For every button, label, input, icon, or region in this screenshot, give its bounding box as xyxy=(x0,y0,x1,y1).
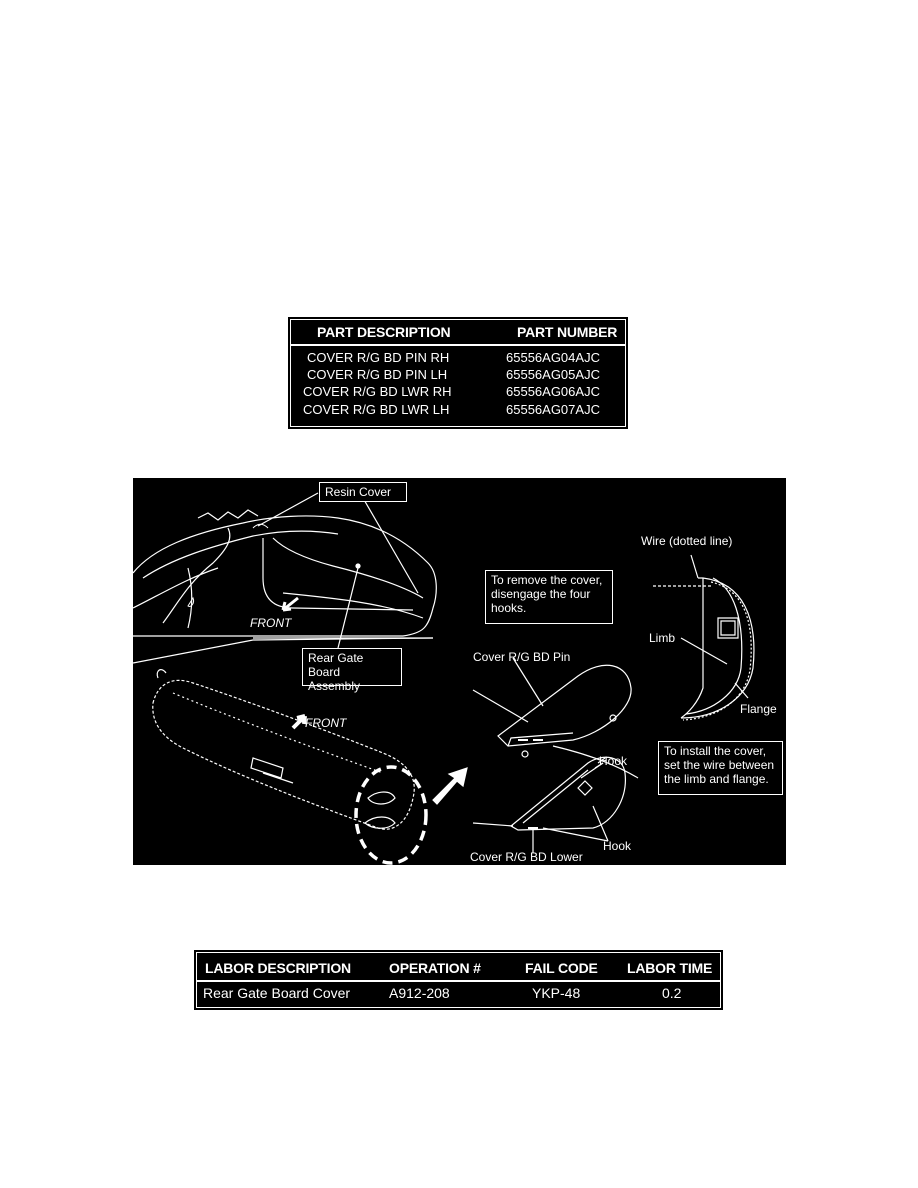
cover-lower-label: Cover R/G BD Lower xyxy=(470,850,583,864)
fail-code: YKP-48 xyxy=(532,985,581,1001)
install-note-line1: To install the cover, xyxy=(664,744,767,758)
labor-table: LABOR DESCRIPTION OPERATION # FAIL CODE … xyxy=(194,950,723,1010)
labor-header-fail-code: FAIL CODE xyxy=(525,960,598,976)
install-note-line3: the limb and flange. xyxy=(664,772,769,786)
wire-label: Wire (dotted line) xyxy=(641,534,733,548)
install-cover-note: To install the cover, set the wire betwe… xyxy=(658,741,783,795)
parts-header-description: PART DESCRIPTION xyxy=(317,324,451,340)
cover-pin-label: Cover R/G BD Pin xyxy=(473,650,571,664)
parts-table: PART DESCRIPTION PART NUMBER COVER R/G B… xyxy=(288,317,628,429)
labor-header-operation: OPERATION # xyxy=(389,960,481,976)
part-description: COVER R/G BD LWR LH xyxy=(303,402,450,417)
labor-time: 0.2 xyxy=(662,985,682,1001)
labor-description: Rear Gate Board Cover xyxy=(203,985,351,1001)
resin-cover-callout: Resin Cover xyxy=(319,482,407,502)
flange-label: Flange xyxy=(740,702,777,716)
table-row: COVER R/G BD LWR LH 65556AG07AJC xyxy=(291,402,625,418)
part-description: COVER R/G BD PIN RH xyxy=(307,350,450,365)
labor-header-description: LABOR DESCRIPTION xyxy=(205,960,351,976)
diagram-line-art xyxy=(133,492,755,865)
labor-header-divider xyxy=(197,980,720,982)
remove-note-line3: hooks. xyxy=(491,601,527,615)
part-description: COVER R/G BD PIN LH xyxy=(307,367,448,382)
rear-gate-board-label-line1: Rear Gate Board xyxy=(308,651,364,679)
install-note-line2: set the wire between xyxy=(664,758,775,772)
part-description: COVER R/G BD LWR RH xyxy=(303,384,452,399)
hook-label-upper: Hook xyxy=(599,754,628,768)
resin-cover-label: Resin Cover xyxy=(325,485,392,499)
part-number: 65556AG05AJC xyxy=(506,367,600,382)
remove-cover-note: To remove the cover, disengage the four … xyxy=(485,570,613,624)
remove-note-line1: To remove the cover, xyxy=(491,573,603,587)
part-number: 65556AG07AJC xyxy=(506,402,600,417)
part-number: 65556AG06AJC xyxy=(506,384,600,399)
installation-diagram: Resin Cover FRONT Rear Gate Board Assemb… xyxy=(133,478,786,865)
rear-gate-board-callout: Rear Gate Board Assembly xyxy=(302,648,402,693)
part-number: 65556AG04AJC xyxy=(506,350,600,365)
table-row: COVER R/G BD PIN LH 65556AG05AJC xyxy=(291,367,625,383)
front-label-upper: FRONT xyxy=(250,616,292,630)
hook-label-lower: Hook xyxy=(603,839,632,853)
parts-header-number: PART NUMBER xyxy=(517,324,618,340)
table-row: COVER R/G BD PIN RH 65556AG04AJC xyxy=(291,350,625,366)
rear-gate-board-label-line2: Assembly xyxy=(308,679,361,693)
limb-label: Limb xyxy=(649,631,676,645)
front-label-lower: FRONT xyxy=(305,716,347,730)
table-row: COVER R/G BD LWR RH 65556AG06AJC xyxy=(291,384,625,400)
operation-number: A912-208 xyxy=(389,985,450,1001)
remove-note-line2: disengage the four xyxy=(491,587,591,601)
labor-header-labor-time: LABOR TIME xyxy=(627,960,713,976)
parts-header-divider xyxy=(291,344,625,346)
